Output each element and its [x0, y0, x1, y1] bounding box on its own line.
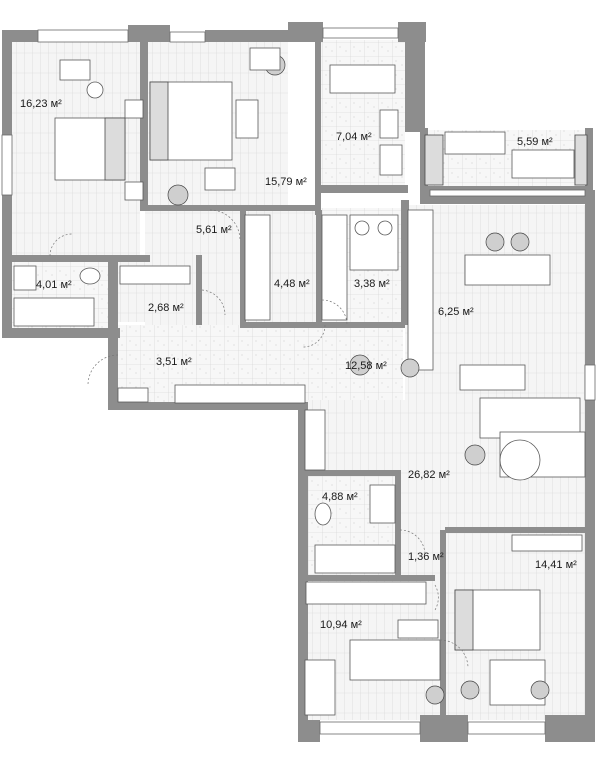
area-label-bedroom-master: 15,79 м²: [265, 176, 307, 188]
area-label-kids: 10,94 м²: [320, 619, 362, 631]
furniture: [13, 47, 588, 716]
area-label-living: 26,82 м²: [408, 469, 450, 481]
area-label-bedroom-right: 14,41 м²: [535, 559, 577, 571]
area-label-closet-small: 2,68 м²: [148, 302, 184, 314]
area-label-entrance: 3,51 м²: [156, 356, 192, 368]
area-label-bathroom-top: 7,04 м²: [336, 131, 372, 143]
area-label-hall: 12,58 м²: [345, 360, 387, 372]
area-label-balcony: 5,59 м²: [517, 136, 553, 148]
windows: [1, 27, 596, 735]
area-labels: 16,23 м² 15,79 м² 7,04 м² 5,59 м² 5,61 м…: [20, 98, 577, 631]
area-label-bathroom-mid: 4,88 м²: [322, 491, 358, 503]
area-label-bedroom-left: 16,23 м²: [20, 98, 62, 110]
area-label-kitchen: 6,25 м²: [438, 306, 474, 318]
area-label-closet-top: 5,61 м²: [196, 224, 232, 236]
area-label-laundry: 3,38 м²: [354, 278, 390, 290]
area-label-corridor: 1,36 м²: [408, 551, 444, 563]
area-label-wc-left: 4,01 м²: [36, 279, 72, 291]
doors: [49, 209, 469, 669]
area-label-closet-mid: 4,48 м²: [274, 278, 310, 290]
